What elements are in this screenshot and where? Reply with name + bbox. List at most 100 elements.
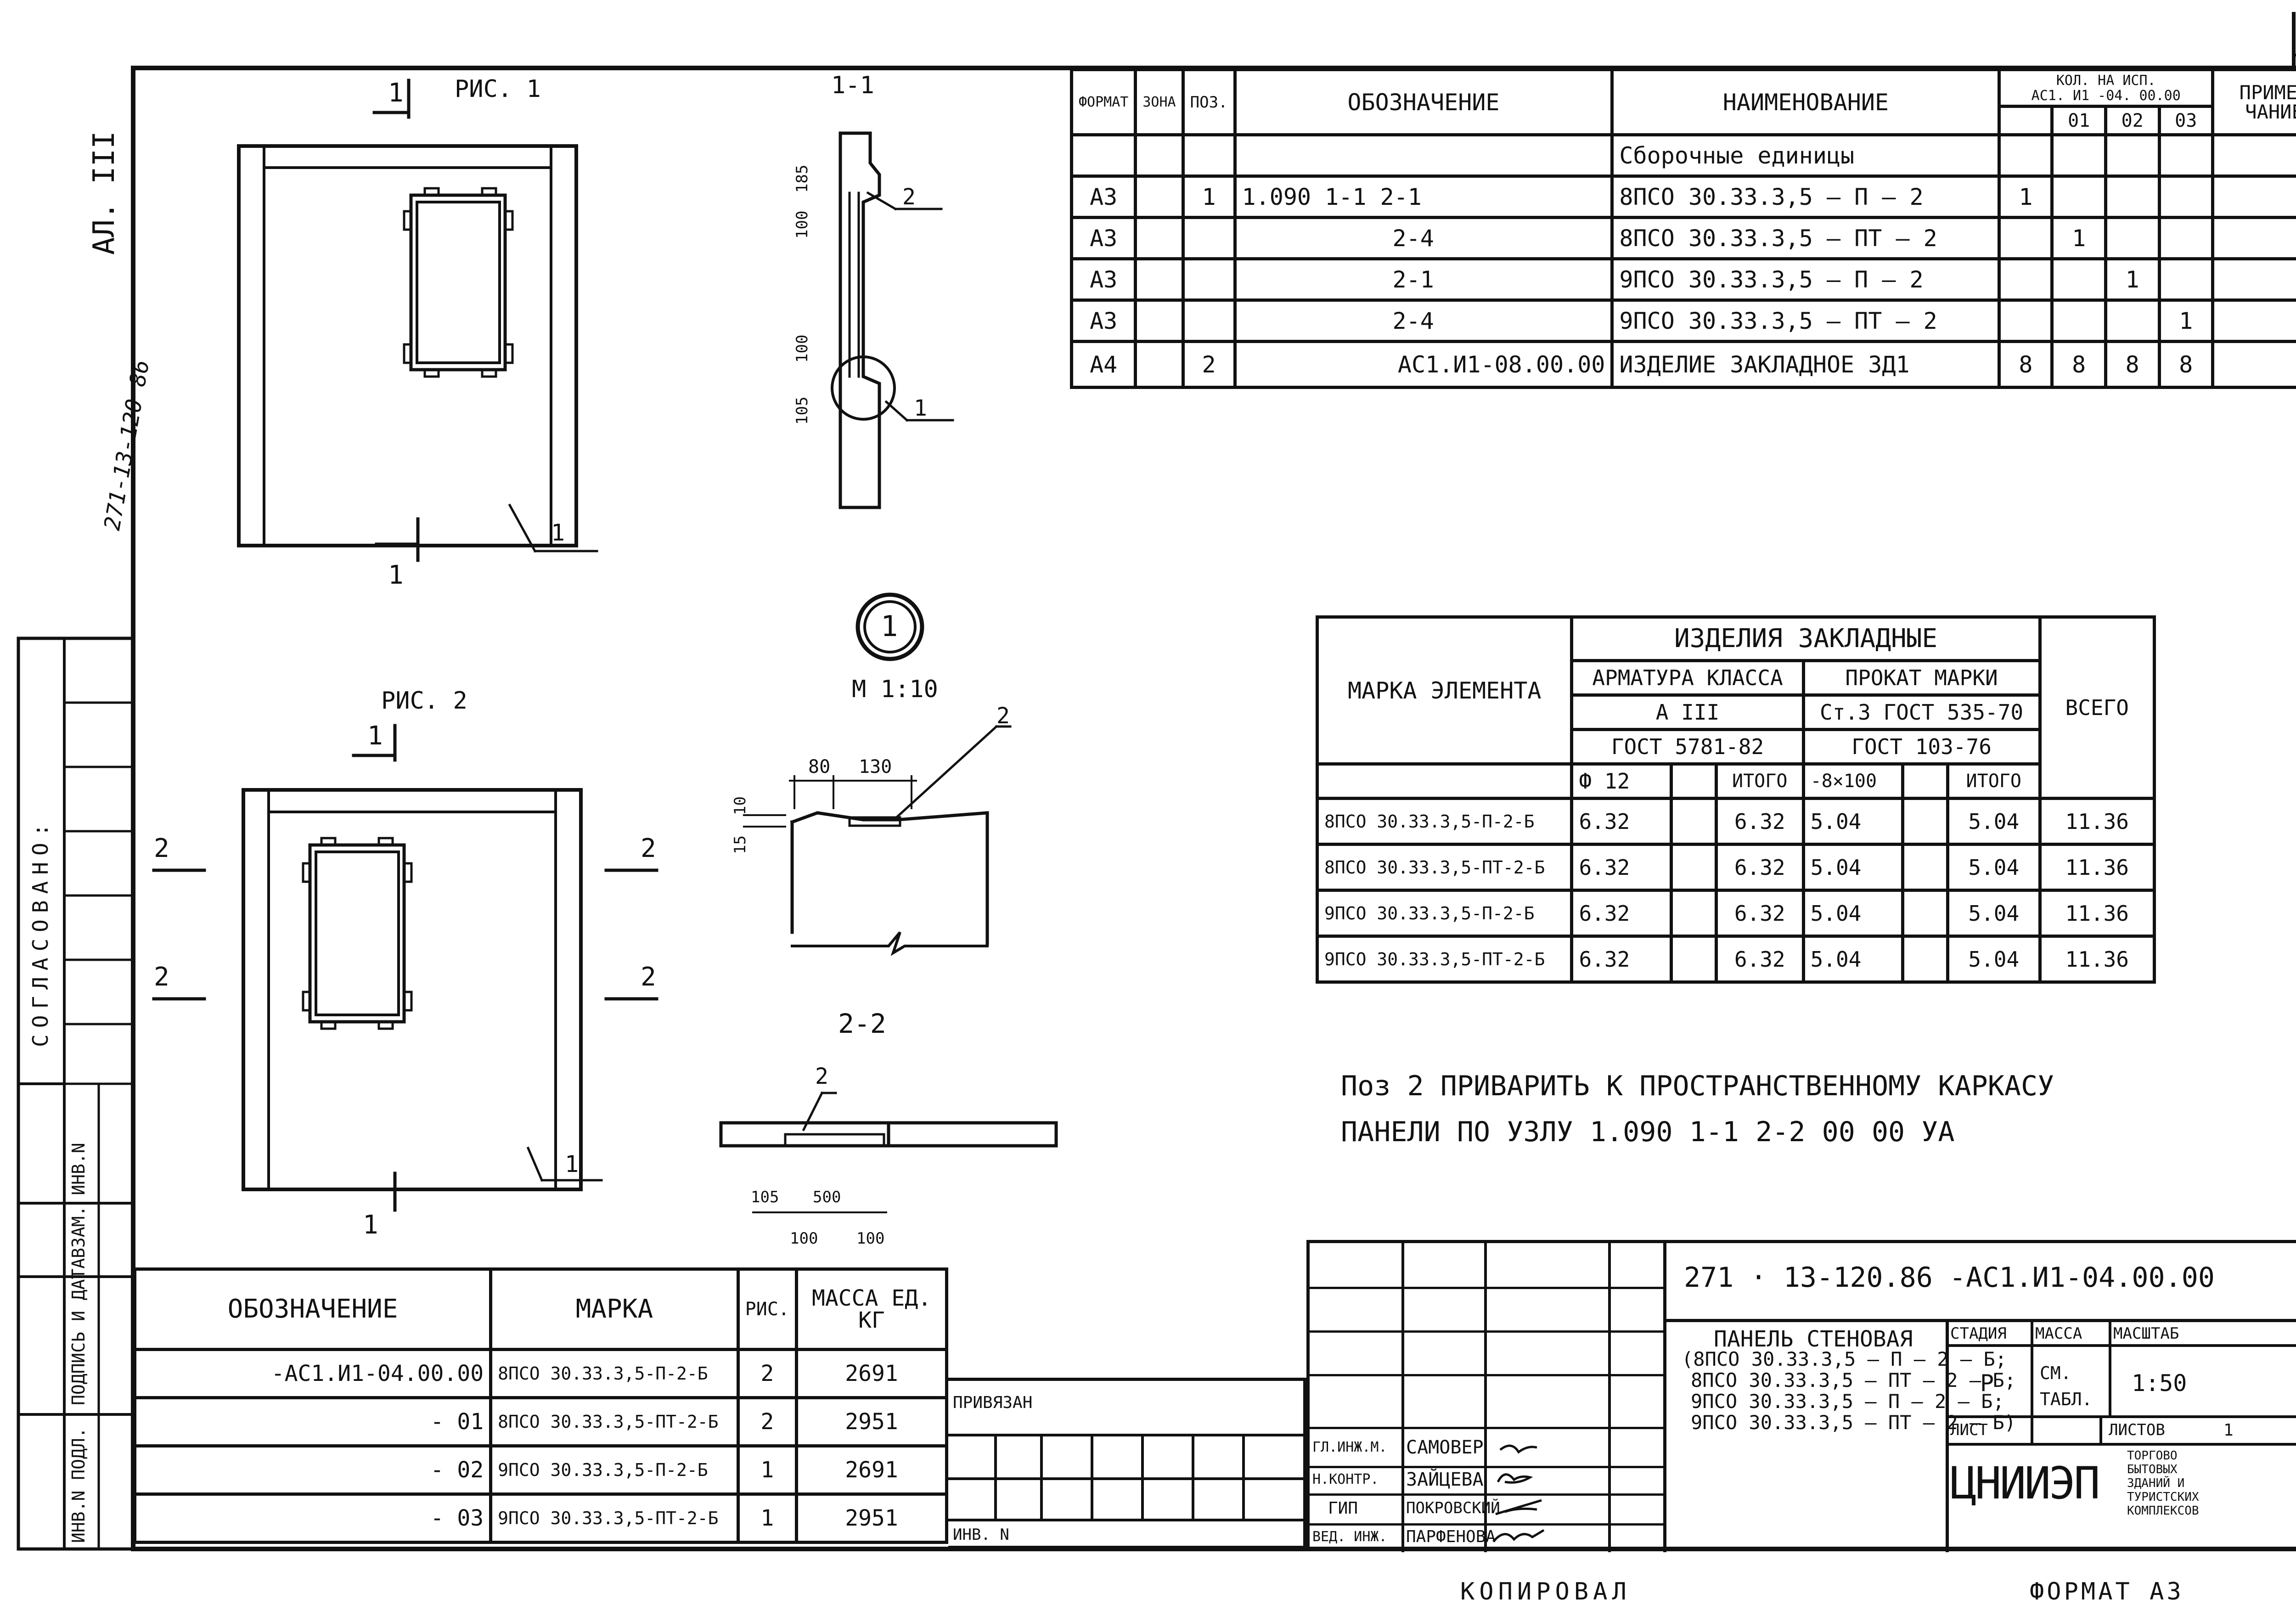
table-row: - 03 9ПСО 30.33.3,5-ПТ-2-Б 1 2951 (133, 1492, 948, 1544)
dim-100-b: 100 (793, 334, 811, 363)
inv-orig-label: ИНВ.N ПОДЛ. (68, 1427, 89, 1543)
node-callout-2: 2 (996, 703, 1010, 729)
dim-500: 500 (813, 1188, 841, 1206)
specification-table: ФОРМАТ ЗОНА ПОЗ. ОБОЗНАЧЕНИЕ НАИМЕНОВАНИ… (1069, 68, 2296, 389)
itogo1-header: ИТОГО (1714, 762, 1805, 800)
fig2-title: РИС. 2 (381, 687, 467, 715)
col-format-header: ФОРМАТ (1069, 68, 1137, 136)
class-header: А III (1570, 693, 1805, 731)
fig2-mark-2-left-bottom: 2 (154, 962, 169, 992)
rolled-header: ПРОКАТ МАРКИ (1801, 659, 2042, 697)
section22-callout-2: 2 (815, 1064, 828, 1089)
fig1-title: РИС. 1 (455, 75, 541, 103)
org-sub-3: ЗДАНИЙ И (2127, 1476, 2185, 1490)
section-2-2-title: 2-2 (838, 1008, 886, 1039)
org-sub-1: ТОРГОВО (2127, 1449, 2178, 1463)
bind-block: ПРИВЯЗАН ИНВ. N (948, 1378, 1306, 1549)
copied-by: КОПИРОВАЛ (1460, 1578, 1631, 1605)
table-row: - 02 9ПСО 30.33.3,5-П-2-Б 1 2691 (133, 1444, 948, 1496)
format-label: ФОРМАТ А3 (2030, 1578, 2184, 1605)
col-designation-header: ОБОЗНАЧЕНИЕ (1233, 68, 1614, 136)
table-row: 8ПСО 30.33.3,5-П-2-Б 6.32 6.32 5.04 5.04… (1315, 797, 2156, 846)
org-sub-2: БЫТОВЫХ (2127, 1463, 2178, 1476)
mark-header: МАРКА ЭЛЕМЕНТА (1315, 615, 1574, 766)
dim-10: 10 (731, 796, 749, 815)
mass-header: МАССА (2035, 1324, 2082, 1343)
table-row: А3 2-1 9ПСО 30.33.3,5 – П – 2 1 (1069, 257, 2296, 302)
title-block: ГЛ.ИНЖ.М. САМОВЕР Н.КОНТР. ЗАЙЦЕВА ГИП П… (1306, 1240, 2296, 1552)
sheets-header: ЛИСТОВ (2109, 1421, 2165, 1439)
album-label: АЛ. III (87, 131, 121, 255)
role-norm-control: Н.КОНТР. (1312, 1471, 1379, 1487)
col-pos-header: ПОЗ. (1181, 68, 1237, 136)
agreed-label: СОГЛАСОВАНО: (28, 817, 53, 1047)
col-v1: 01 (2050, 105, 2107, 136)
total-header: ВСЕГО (2038, 615, 2156, 800)
section11-callout-2: 2 (902, 184, 916, 210)
rebar-header: АРМАТУРА КЛАССА (1570, 659, 1805, 697)
col-v2: 02 (2104, 105, 2161, 136)
fig2-mark-2-right-top: 2 (641, 834, 656, 863)
inv-replace-label: ВЗАМ. ИНВ.N (68, 1143, 89, 1258)
dim-100-a: 100 (793, 210, 811, 239)
fig2-mark-1-top: 1 (367, 721, 383, 751)
scale-value: 1:50 (2132, 1370, 2187, 1397)
title-line-4: 9ПСО 30.33.3,5 – П – 2 – Б; (1691, 1390, 2004, 1413)
dim-15: 15 (731, 835, 749, 854)
col-zone-header: ЗОНА (1134, 68, 1185, 136)
name-norm-control: ЗАЙЦЕВА (1406, 1469, 1484, 1490)
role-chief-engineer: ГЛ.ИНЖ.М. (1312, 1439, 1387, 1455)
section11-callout-1: 1 (914, 395, 927, 421)
signatures (1492, 1444, 1545, 1543)
name-chief-engineer: САМОВЕР (1406, 1437, 1484, 1458)
sheets-value: 1 (2223, 1421, 2234, 1440)
node-number: 1 (881, 609, 898, 643)
gost1-header: ГОСТ 5781-82 (1570, 728, 1805, 766)
stage-header: СТАДИЯ (1950, 1324, 2007, 1343)
col-v0 (1998, 105, 2054, 136)
dim-105: 105 (793, 396, 811, 425)
steel-header: Ст.3 ГОСТ 535-70 (1801, 693, 2042, 731)
title-line-1: ПАНЕЛЬ СТЕНОВАЯ (1714, 1326, 1913, 1352)
node-scale: М 1:10 (852, 676, 938, 703)
fig2-callout-1: 1 (565, 1151, 579, 1177)
table-row: А3 2-4 9ПСО 30.33.3,5 – ПТ – 2 1 (1069, 298, 2296, 343)
sign-date-label: ПОДПИСЬ И ДАТА (68, 1258, 89, 1405)
itogo2-header: ИТОГО (1946, 762, 2042, 800)
dim-80: 80 (808, 756, 831, 777)
col-v3: 03 (2157, 105, 2215, 136)
d12-header: Ф 12 (1570, 762, 1673, 800)
note-line-2: ПАНЕЛИ ПО УЗЛУ 1.090 1-1 2-2 00 00 УА (1341, 1116, 1955, 1148)
document-code: 271 · 13-120.86 -АС1.И1-04.00.00 (1684, 1262, 2215, 1294)
stage-value: Р (1980, 1370, 1994, 1397)
dim-100-c: 100 (790, 1229, 818, 1248)
table-row: А3 1 1.090 1-1 2-1 8ПСО 30.33.3,5 – П – … (1069, 175, 2296, 219)
marks-mass-header: МАССА ЕД. КГ (795, 1267, 948, 1351)
org-sub-5: КОМПЛЕКСОВ (2127, 1504, 2199, 1518)
gost2-header: ГОСТ 103-76 (1801, 728, 2042, 766)
marks-fig-header: РИС. (736, 1267, 799, 1351)
section-mark-1-top: 1 (388, 78, 404, 108)
note-line-1: Поз 2 ПРИВАРИТЬ К ПРОСТРАНСТВЕННОМУ КАРК… (1341, 1070, 2054, 1102)
table-row: А4 2 АС1.И1-08.00.00 ИЗДЕЛИЕ ЗАКЛАДНОЕ З… (1069, 340, 2296, 389)
org-sub-4: ТУРИСТСКИХ (2127, 1490, 2199, 1504)
table-row: 9ПСО 30.33.3,5-П-2-Б 6.32 6.32 5.04 5.04… (1315, 889, 2156, 938)
dim-130: 130 (859, 756, 892, 777)
col-name-header: НАИМЕНОВАНИЕ (1610, 68, 2001, 136)
dim-100-d: 100 (856, 1229, 885, 1248)
strip-header: -8×100 (1801, 762, 1905, 800)
fig2-mark-1-bottom: 1 (363, 1210, 378, 1240)
fig2-mark-2-left-top: 2 (154, 834, 169, 863)
inv-label: ИНВ. N (953, 1526, 1009, 1544)
section-1-1-title: 1-1 (831, 72, 874, 99)
marks-mark-header: МАРКА (489, 1267, 740, 1351)
marks-designation-header: ОБОЗНАЧЕНИЕ (133, 1267, 493, 1351)
col-note-header: ПРИМЕ-ЧАНИЕ (2211, 68, 2296, 136)
fig1-callout-1: 1 (551, 519, 565, 546)
title-line-2: (8ПСО 30.33.3,5 – П – 2 – Б; (1682, 1348, 2007, 1370)
table-row: 8ПСО 30.33.3,5-ПТ-2-Б 6.32 6.32 5.04 5.0… (1315, 843, 2156, 892)
fig2-mark-2-right-bottom: 2 (641, 962, 656, 992)
mass-value: СМ. ТАБЛ. (2040, 1363, 2093, 1409)
table-row: -АС1.И1-04.00.00 8ПСО 30.33.3,5-П-2-Б 2 … (133, 1348, 948, 1399)
